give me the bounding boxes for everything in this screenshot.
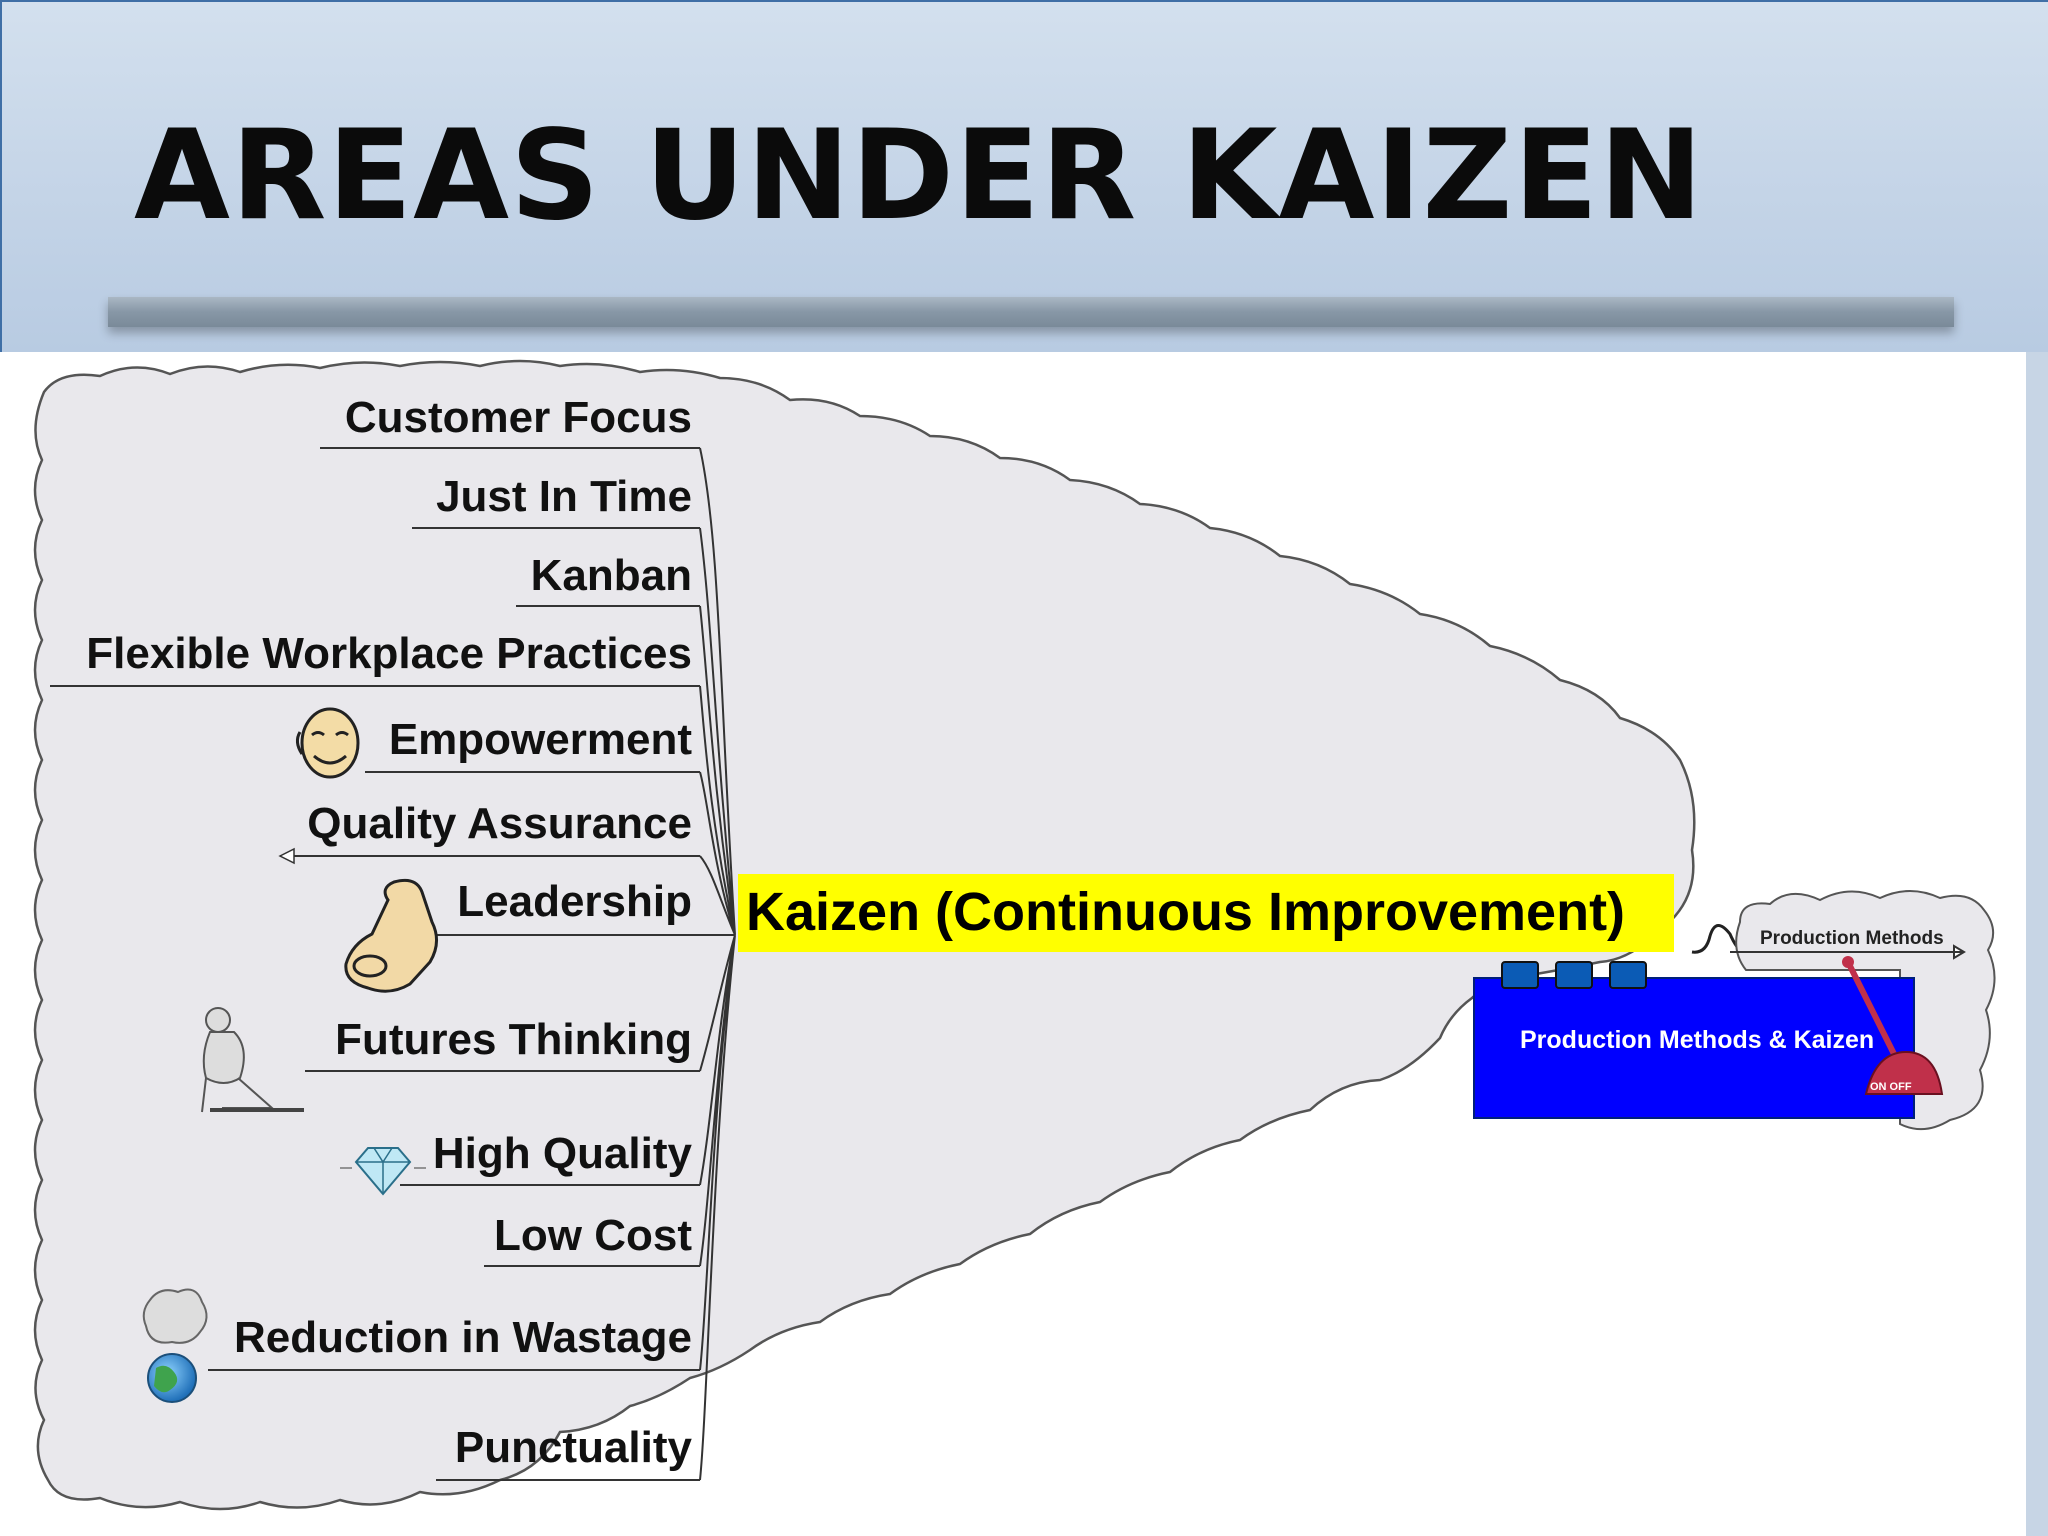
branch-labels: Customer Focus Just In Time Kanban Flexi… [86, 393, 692, 1472]
branch-label: Futures Thinking [335, 1015, 692, 1064]
link-arrow-icon [1730, 944, 1966, 960]
lever-switch-icon: ON OFF [1842, 956, 1944, 1095]
slide-title: AREAS UNDER KAIZEN [134, 104, 1704, 248]
pointing-hand-icon [344, 878, 438, 993]
branch-label: Flexible Workplace Practices [86, 629, 692, 678]
branch-label: Quality Assurance [307, 799, 692, 848]
smiling-face-icon [295, 707, 360, 779]
branch-label: Kanban [531, 551, 692, 600]
box-tab-1 [1501, 961, 1539, 989]
right-border-strip [2026, 352, 2048, 1536]
title-rule [108, 297, 1954, 327]
box-tab-2 [1555, 961, 1593, 989]
linked-map-sub-label: Production Methods [1760, 928, 1944, 949]
linked-map-title: Production Methods & Kaizen [1520, 1026, 1874, 1054]
arrow-icon [278, 847, 295, 865]
branch-label: Punctuality [455, 1423, 693, 1472]
recycling-globe-icon [142, 1288, 208, 1403]
branch-label: Reduction in Wastage [234, 1313, 692, 1362]
central-topic-highlight [738, 874, 1674, 952]
branch-label: Empowerment [389, 715, 693, 764]
branch-connectors [699, 447, 736, 1481]
branch-label: High Quality [433, 1129, 693, 1178]
diamond-icon [340, 1147, 426, 1196]
branch-label: Just In Time [436, 472, 692, 521]
branch-label: Low Cost [494, 1211, 692, 1260]
linked-map-box[interactable] [1473, 977, 1915, 1119]
thinker-icon [201, 1007, 304, 1113]
branch-label: Leadership [457, 877, 692, 926]
branch-underlines [50, 447, 700, 1481]
central-topic: Kaizen (Continuous Improvement) [746, 882, 1625, 942]
slide-header: AREAS UNDER KAIZEN [0, 0, 2048, 352]
branch-label: Customer Focus [345, 393, 692, 442]
box-tab-3 [1609, 961, 1647, 989]
lever-label: ON OFF [1870, 1081, 1912, 1093]
